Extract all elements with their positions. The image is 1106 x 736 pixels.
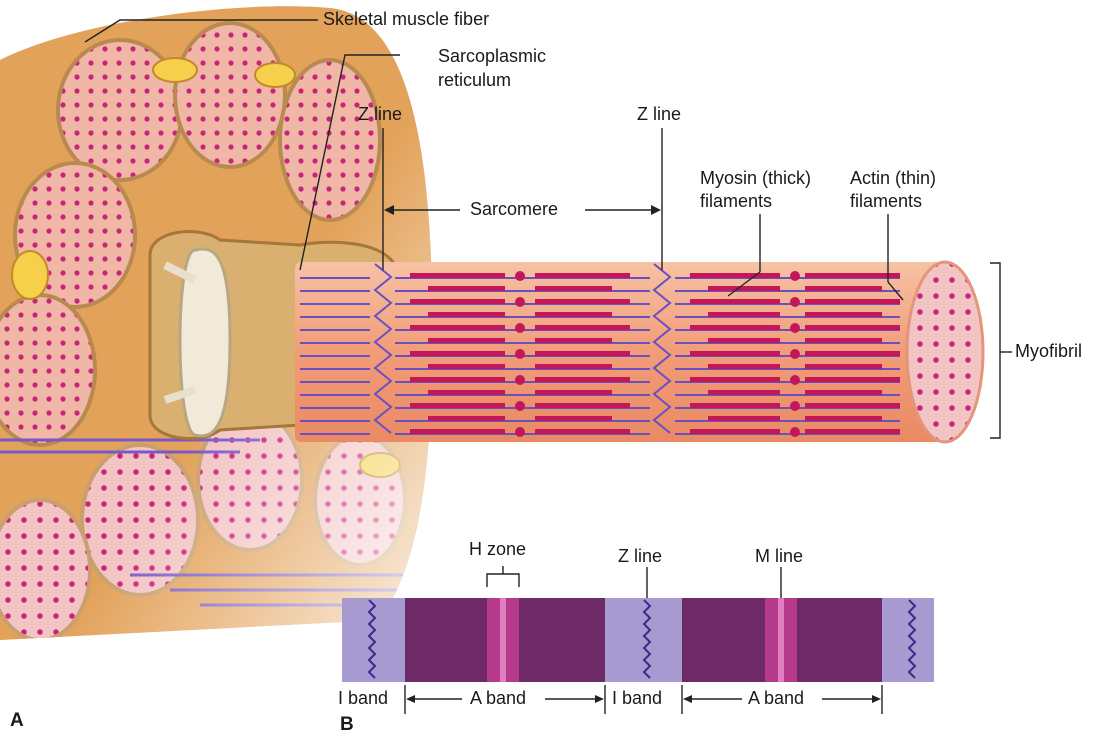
label-sarcomere: Sarcomere [470,199,558,220]
myosin-filament [805,429,900,434]
m-line-bead [515,271,525,281]
myosin-filament [410,429,505,434]
myosin-filament [708,286,780,291]
panel-b-label: B [340,714,354,735]
m-line-bead [515,427,525,437]
myofibril [295,262,983,442]
label-a-band-1: A band [470,688,526,709]
myosin-filament [535,377,630,382]
myosin-filament [690,299,780,304]
myosin-filament [708,312,780,317]
myosin-filament [535,351,630,356]
myosin-filament [535,364,612,369]
myosin-filament [690,429,780,434]
m-line-bead [515,349,525,359]
label-a-band-2: A band [748,688,804,709]
label-i-band-1: I band [338,688,388,709]
label-i-band-2: I band [612,688,662,709]
label-h-zone: H zone [469,539,526,560]
label-z-line-b: Z line [618,546,662,567]
label-m-line: M line [755,546,803,567]
myosin-filament [805,364,882,369]
myosin-filament [690,273,780,278]
label-skeletal-muscle-fiber: Skeletal muscle fiber [323,9,489,30]
myosin-filament [428,416,505,421]
myosin-filament [805,299,900,304]
m-line-bead [515,323,525,333]
myosin-filament [428,286,505,291]
myosin-filament [708,390,780,395]
label-myofibril: Myofibril [1015,341,1082,362]
myosin-filament [535,429,630,434]
label-actin-line1: Actin (thin) [850,168,936,189]
myosin-filament [690,403,780,408]
myosin-filament [428,390,505,395]
myosin-filament [805,416,882,421]
m-line-bead [790,349,800,359]
m-line-bead [790,323,800,333]
label-z-line-left: Z line [358,104,402,125]
myosin-filament [805,286,882,291]
myosin-filament [805,377,900,382]
myosin-filament [428,312,505,317]
m-line-bead [515,297,525,307]
myosin-filament [410,299,505,304]
myosin-filament [690,351,780,356]
myosin-filament [535,403,630,408]
myosin-filament [535,416,612,421]
myosin-filament [410,403,505,408]
myosin-filament [708,338,780,343]
m-line-bead [790,297,800,307]
label-myosin-line1: Myosin (thick) [700,168,811,189]
myosin-filament [535,273,630,278]
myosin-filament [805,403,900,408]
myosin-filament [690,325,780,330]
m-line-bead [790,401,800,411]
m-line-bead [515,375,525,385]
myosin-filament [708,416,780,421]
myosin-filament [410,377,505,382]
label-sarcoplasmic-reticulum-line1: Sarcoplasmic [438,46,546,67]
myosin-filament [708,364,780,369]
myosin-filament [535,286,612,291]
myofibril-end-cap [907,262,983,442]
m-line-bead [790,271,800,281]
myosin-filament [805,325,900,330]
myosin-filament [428,364,505,369]
myosin-filament [805,390,882,395]
sarcomere-band-strip [342,598,934,682]
myosin-filament [410,273,505,278]
myosin-filament [690,377,780,382]
myosin-filament [805,312,882,317]
m-line-bead [515,401,525,411]
myosin-filament [535,312,612,317]
myosin-filament [428,338,505,343]
myosin-filament [805,338,882,343]
myosin-filament [535,299,630,304]
m-line-bead [790,375,800,385]
myosin-filament [805,351,900,356]
label-myosin-line2: filaments [700,191,772,212]
label-z-line-right: Z line [637,104,681,125]
myosin-filament [410,325,505,330]
myosin-filament [805,273,900,278]
myosin-filament [410,351,505,356]
m-line-bead [790,427,800,437]
myosin-filament [535,390,612,395]
panel-a-label: A [10,710,24,731]
label-sarcoplasmic-reticulum-line2: reticulum [438,70,511,91]
m-line-1 [500,598,506,682]
m-line-2 [778,598,784,682]
myosin-filament [535,338,612,343]
label-actin-line2: filaments [850,191,922,212]
myosin-filament [535,325,630,330]
